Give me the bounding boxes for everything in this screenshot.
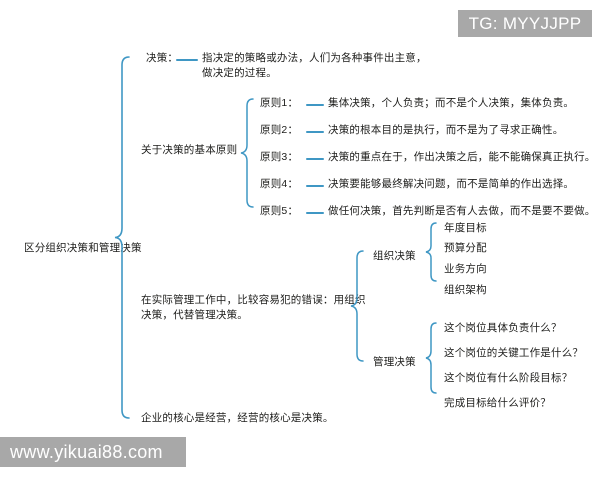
principle-4-label: 原则4： [260, 178, 299, 190]
organizational-item-3: 业务方向 [444, 263, 487, 275]
principle-2-connector [306, 131, 324, 133]
watermark-bottom-left: www.yikuai88.com [0, 437, 186, 467]
group-organizational-label: 组织决策 [373, 250, 416, 262]
mistake-brace [350, 250, 364, 362]
organizational-brace [425, 222, 437, 282]
branch-core-text: 企业的核心是经营，经营的核心是决策。 [141, 412, 334, 424]
principles-brace [240, 98, 254, 208]
management-item-2: 这个岗位的关键工作是什么？ [444, 347, 584, 359]
principle-2-label: 原则2： [260, 124, 299, 136]
principle-1-text: 集体决策，个人负责；而不是个人决策，集体负责。 [328, 97, 575, 109]
branch-principles-label: 关于决策的基本原则 [141, 144, 238, 156]
management-item-1: 这个岗位具体负责什么？ [444, 322, 562, 334]
principle-3-connector [306, 158, 324, 160]
branch-mistake-text: 在实际管理工作中，比较容易犯的错误：用组织 决策，代替管理决策。 [141, 294, 366, 321]
organizational-item-2: 预算分配 [444, 242, 487, 254]
principle-5-text: 做任何决策，首先判断是否有人去做，而不是要不要做。 [328, 205, 596, 217]
management-item-3: 这个岗位有什么阶段目标？ [444, 372, 573, 384]
principle-3-label: 原则3： [260, 151, 299, 163]
principle-3-text: 决策的重点在于，作出决策之后，能不能确保真正执行。 [328, 151, 596, 163]
principle-5-label: 原则5： [260, 205, 299, 217]
principle-1-label: 原则1： [260, 97, 299, 109]
management-brace [425, 322, 437, 394]
management-item-4: 完成目标给什么评价？ [444, 397, 551, 409]
principle-4-connector [306, 185, 324, 187]
watermark-top-right: TG: MYYJJPP [458, 10, 592, 37]
organizational-item-4: 组织架构 [444, 284, 487, 296]
branch-decision-text: 指决定的策略或办法，人们为各种事件出主意， 做决定的过程。 [202, 52, 427, 79]
group-management-label: 管理决策 [373, 356, 416, 368]
principle-5-connector [306, 212, 324, 214]
root-brace [114, 56, 130, 419]
principle-4-text: 决策要能够最终解决问题，而不是简单的作出选择。 [328, 178, 575, 190]
decision-connector [176, 59, 198, 61]
root-node: 区分组织决策和管理决策 [24, 242, 142, 254]
principle-1-connector [306, 104, 324, 106]
organizational-item-1: 年度目标 [444, 222, 487, 234]
branch-decision-label: 决策： [146, 52, 179, 64]
principle-2-text: 决策的根本目的是执行，而不是为了寻求正确性。 [328, 124, 564, 136]
